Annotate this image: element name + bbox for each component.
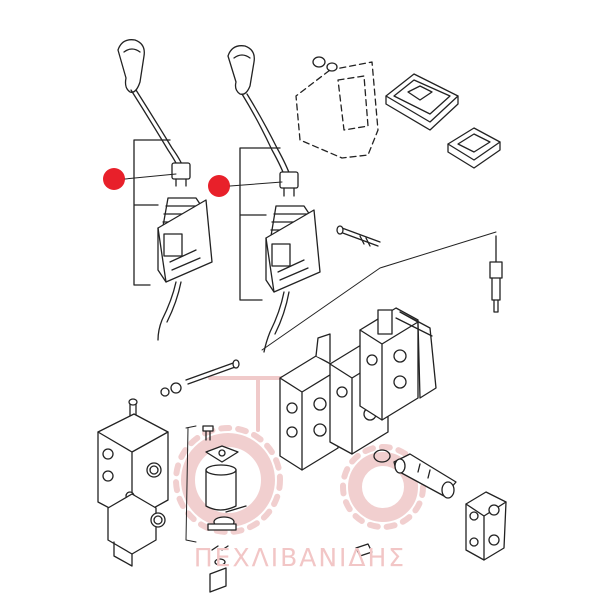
mounting-bracket (295, 61, 379, 159)
tie-bolt (160, 359, 240, 397)
right-control-cable (263, 291, 290, 353)
spool-assembly (373, 449, 457, 499)
marker-right[interactable] (208, 175, 230, 197)
auxiliary-valve-body (97, 398, 169, 567)
left-knob (117, 39, 145, 93)
sleeve-and-spring-kit (202, 425, 247, 593)
control-valve-block (279, 307, 437, 471)
left-control-cable (157, 281, 182, 341)
bracket-nut (312, 56, 338, 72)
rubber-gasket-large (385, 73, 459, 131)
right-knob (227, 45, 255, 95)
right-lever-rod (241, 93, 292, 181)
roll-pin (355, 543, 373, 557)
spool-end-cap (465, 491, 507, 561)
left-lever-rod (130, 89, 185, 173)
marker-left[interactable] (103, 168, 125, 190)
detent-sensor (489, 235, 503, 313)
right-lever-assembly (227, 45, 321, 353)
pivot-pin (336, 225, 381, 247)
rubber-gasket-small (447, 127, 501, 169)
left-lever-assembly (117, 39, 213, 341)
watermark-gear-right (348, 452, 418, 522)
